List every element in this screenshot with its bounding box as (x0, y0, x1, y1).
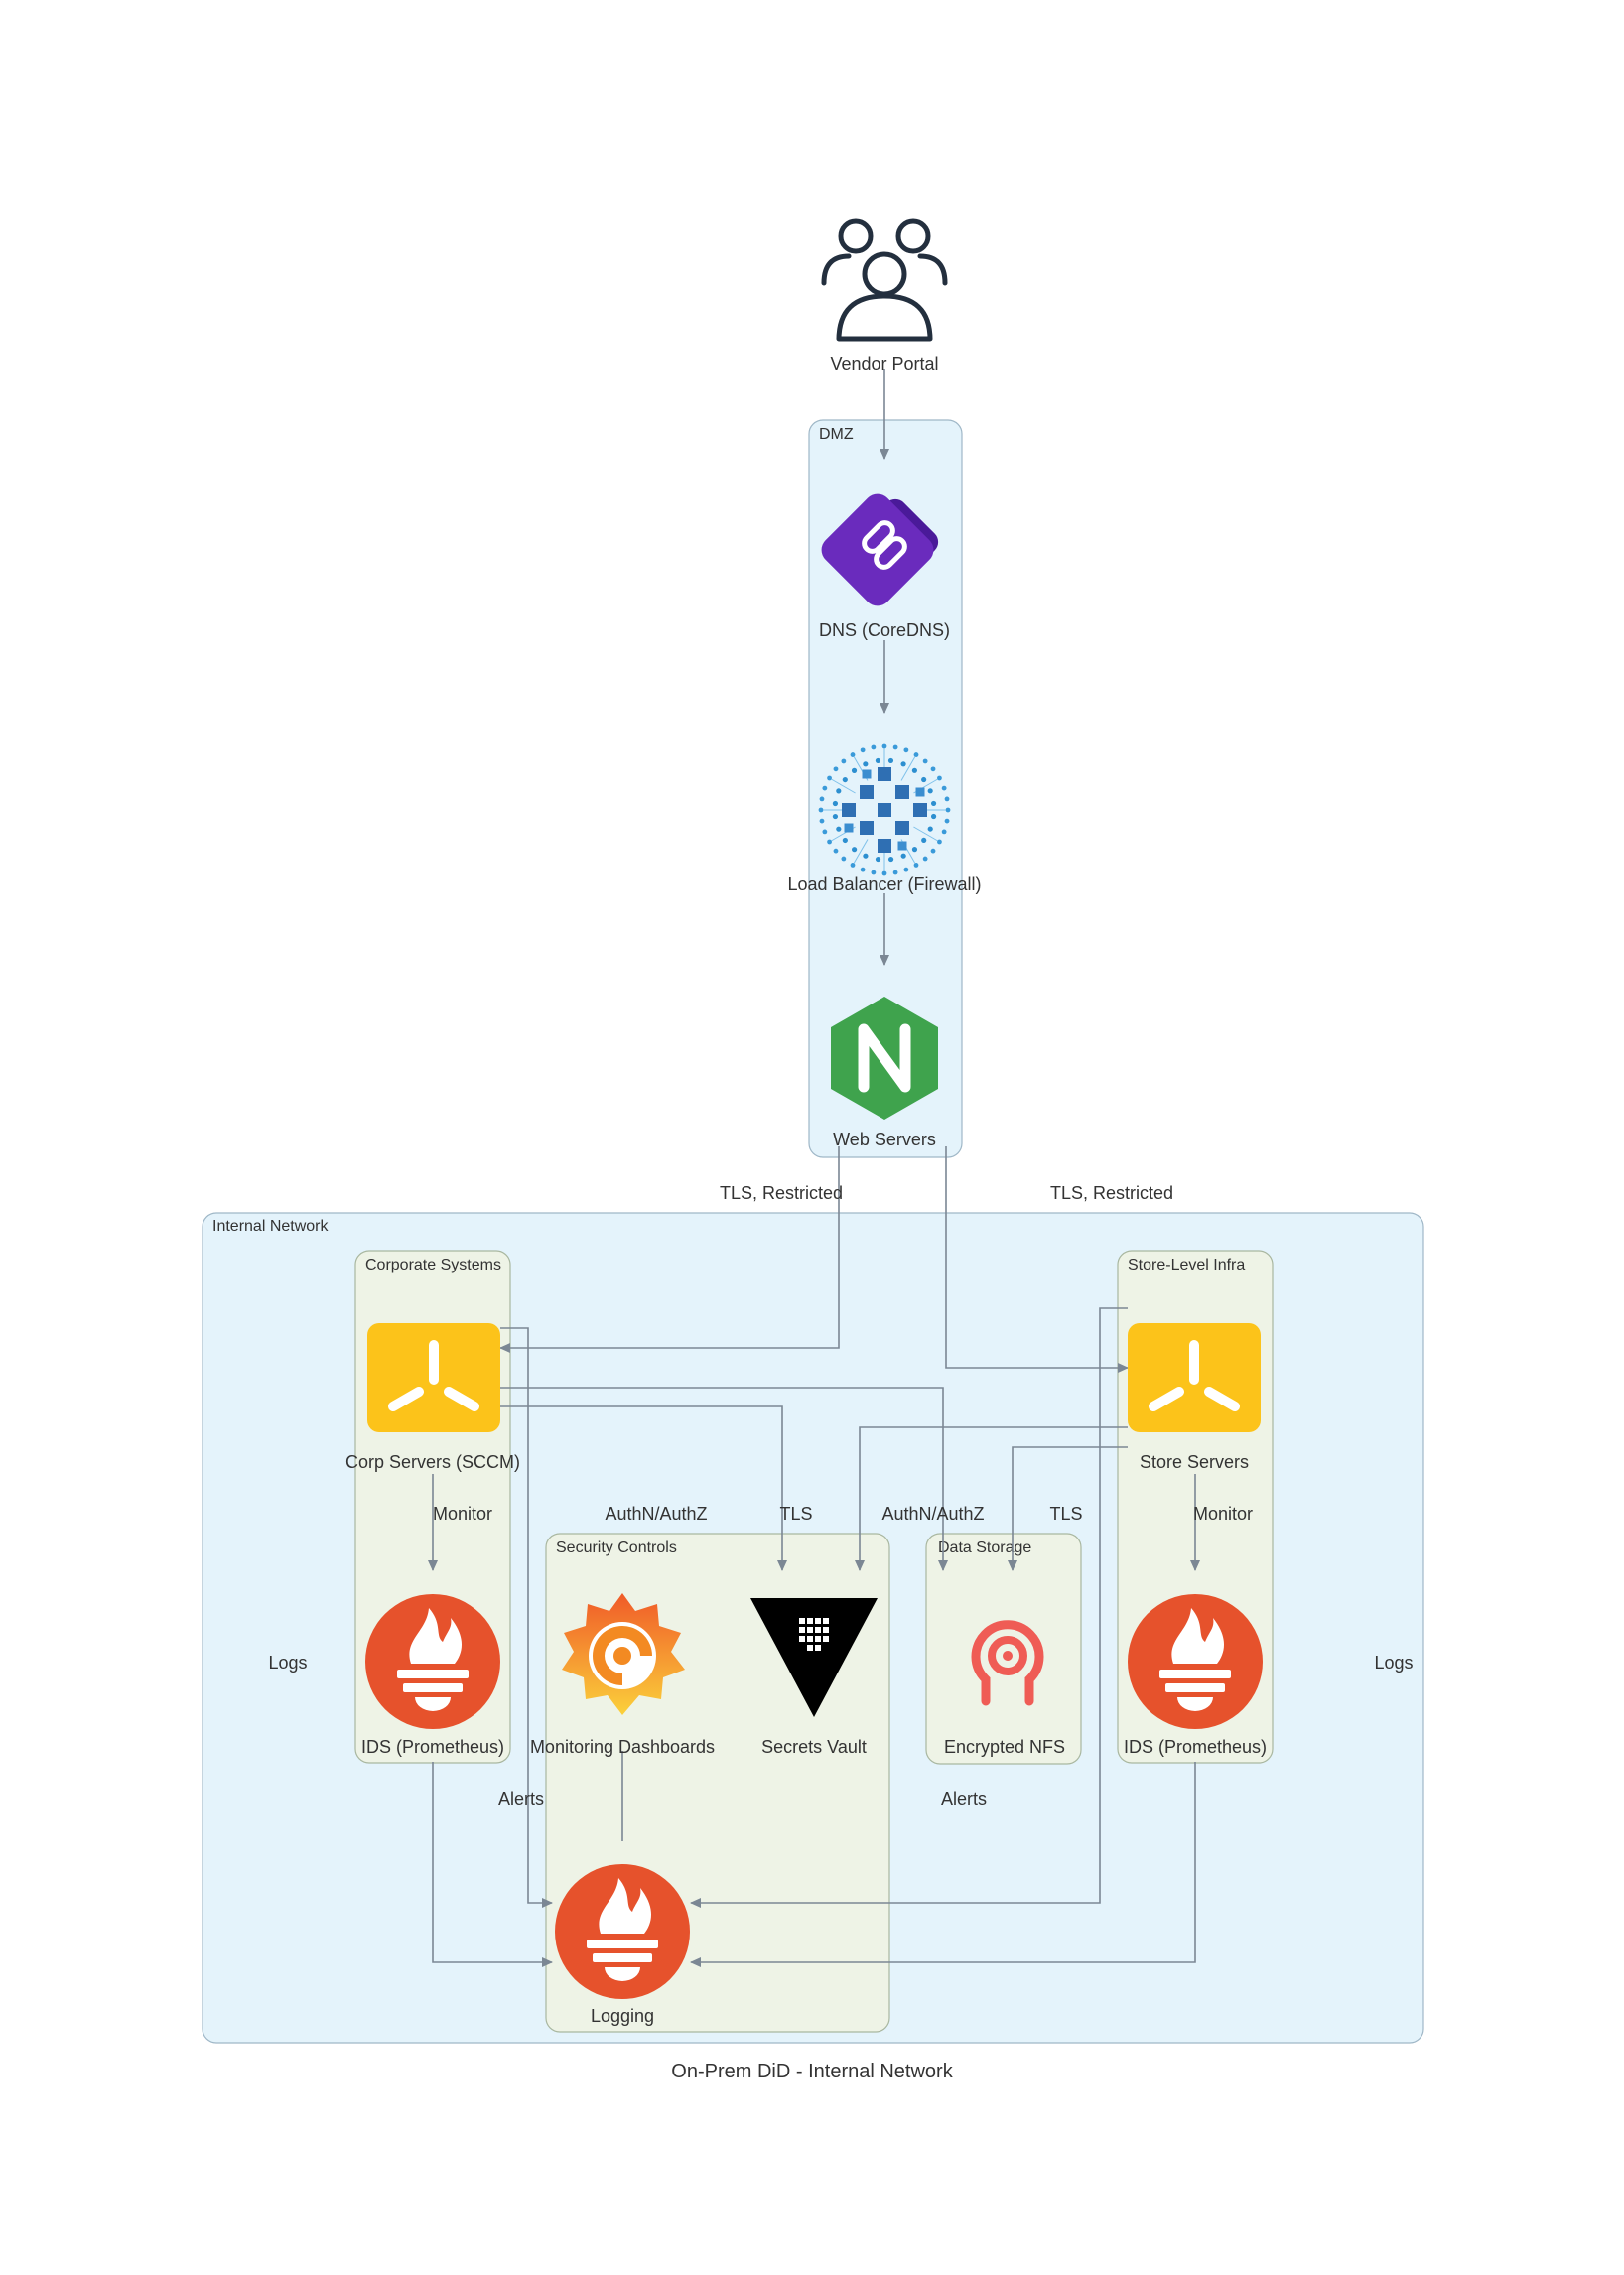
node-label-lb: Load Balancer (Firewall) (787, 874, 981, 894)
cluster-store-label: Store-Level Infra (1128, 1257, 1245, 1273)
node-label-ids-corp: IDS (Prometheus) (361, 1737, 504, 1757)
edge-web-corp (499, 1146, 840, 1353)
prometheus-icon (555, 1864, 690, 1999)
edge-label-logs-right: Logs (1374, 1653, 1413, 1673)
node-web-servers[interactable]: Web Servers (831, 997, 938, 1149)
diagram-title: On-Prem DiD - Internal Network (671, 2061, 953, 2082)
edge-corp-vault (500, 1405, 787, 1571)
node-vendor-portal[interactable]: Vendor Portal (821, 218, 948, 374)
edge-label-tls-right: TLS, Restricted (1050, 1183, 1173, 1203)
node-label-dns: DNS (CoreDNS) (819, 620, 950, 640)
node-label-dash: Monitoring Dashboards (530, 1737, 715, 1757)
edge-store-nfs (1008, 1446, 1128, 1571)
edge-ids-corp-logging (432, 1762, 553, 1967)
edge-label-logs-left: Logs (268, 1653, 307, 1673)
ceph-icon (971, 1620, 1044, 1706)
cluster-corporate-label: Corporate Systems (365, 1257, 501, 1273)
cluster-dmz-label: DMZ (819, 426, 854, 443)
coredns-icon (821, 493, 939, 606)
server-icon (1128, 1323, 1261, 1432)
node-label-logging: Logging (591, 2006, 654, 2026)
server-icon (367, 1323, 500, 1432)
edge-label-monitor-left: Monitor (433, 1504, 492, 1524)
node-label-nfs: Encrypted NFS (944, 1737, 1065, 1757)
node-label-vault: Secrets Vault (761, 1737, 867, 1757)
node-label-vendor: Vendor Portal (830, 354, 938, 374)
node-label-ids-store: IDS (Prometheus) (1124, 1737, 1267, 1757)
edge-store-logging (690, 1307, 1128, 1908)
edge-label-authn-left: AuthN/AuthZ (605, 1504, 707, 1524)
edge-label-alerts-right: Alerts (941, 1789, 987, 1808)
cluster-internal-label: Internal Network (212, 1218, 329, 1235)
users-icon (821, 218, 948, 342)
edge-corp-nfs (500, 1387, 948, 1571)
prometheus-icon (1128, 1594, 1263, 1729)
grafana-icon (562, 1593, 685, 1715)
node-encrypted-nfs[interactable]: Encrypted NFS (944, 1620, 1065, 1757)
cluster-data-storage (925, 1533, 1082, 1765)
node-secrets-vault[interactable]: Secrets Vault (750, 1598, 878, 1757)
edge-label-tls-left: TLS, Restricted (720, 1183, 843, 1203)
edge-label-tls-mid-left: TLS (779, 1504, 812, 1524)
cluster-security-label: Security Controls (556, 1539, 677, 1556)
node-label-web: Web Servers (833, 1130, 936, 1149)
node-store-servers[interactable]: Store Servers (1128, 1323, 1261, 1472)
edge-label-tls-mid-right: TLS (1049, 1504, 1082, 1524)
node-dns[interactable]: DNS (CoreDNS) (816, 488, 950, 640)
prometheus-icon (365, 1594, 500, 1729)
edge-ids-store-logging (690, 1762, 1196, 1967)
edge-label-authn-right: AuthN/AuthZ (881, 1504, 984, 1524)
edge-web-store (945, 1146, 1129, 1373)
edge-label-alerts-left: Alerts (498, 1789, 544, 1808)
node-ids-store[interactable]: IDS (Prometheus) (1124, 1594, 1267, 1757)
vault-icon (750, 1598, 878, 1717)
node-logging[interactable]: Logging (555, 1864, 690, 2026)
node-label-corp: Corp Servers (SCCM) (345, 1452, 520, 1472)
nginx-icon (831, 997, 938, 1120)
node-label-store: Store Servers (1140, 1452, 1249, 1472)
node-corp-servers[interactable]: Corp Servers (SCCM) (345, 1323, 520, 1472)
edge-store-vault (855, 1426, 1128, 1571)
node-ids-corp[interactable]: IDS (Prometheus) (361, 1594, 504, 1757)
edge-corp-logging (500, 1327, 553, 1908)
edge-label-monitor-right: Monitor (1193, 1504, 1253, 1524)
cluster-dmz (808, 419, 963, 1158)
node-load-balancer[interactable]: Load Balancer (Firewall) (787, 743, 982, 894)
edges (428, 369, 1200, 1967)
cluster-storage-label: Data Storage (938, 1539, 1031, 1556)
node-monitoring-dashboards[interactable]: Monitoring Dashboards (530, 1593, 715, 1757)
network-icon (818, 743, 951, 876)
